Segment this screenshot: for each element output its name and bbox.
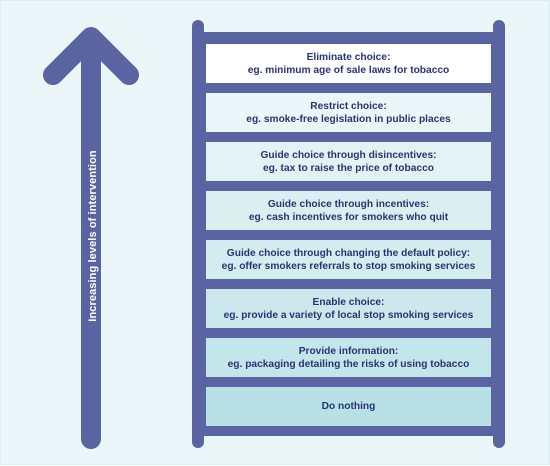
rung-example: eg. offer smokers referrals to stop smok…	[221, 260, 476, 272]
rung-enable-choice: Enable choice: eg. provide a variety of …	[206, 289, 491, 328]
rung-example: eg. provide a variety of local stop smok…	[223, 309, 474, 321]
rung-title: Eliminate choice:	[306, 51, 391, 63]
rung-do-nothing: Do nothing	[206, 387, 491, 426]
rung-guide-incentives: Guide choice through incentives: eg. cas…	[206, 191, 491, 230]
ladder-rungs: Eliminate choice: eg. minimum age of sal…	[204, 32, 493, 436]
rung-example: eg. smoke-free legislation in public pla…	[246, 113, 451, 125]
ladder-left-rail	[192, 20, 204, 448]
rung-eliminate-choice: Eliminate choice: eg. minimum age of sal…	[206, 44, 491, 83]
rung-provide-information: Provide information: eg. packaging detai…	[206, 338, 491, 377]
rung-title: Guide choice through disincentives:	[260, 149, 437, 161]
ladder-right-rail	[493, 20, 505, 448]
rung-example: eg. tax to raise the price of tobacco	[263, 162, 434, 174]
arrow-head	[43, 27, 139, 85]
rung-example: eg. minimum age of sale laws for tobacco	[247, 64, 450, 76]
rung-title: Guide choice through changing the defaul…	[226, 247, 471, 259]
rung-example: eg. packaging detailing the risks of usi…	[227, 358, 470, 370]
rung-example: eg. cash incentives for smokers who quit	[248, 211, 449, 223]
ladder: Eliminate choice: eg. minimum age of sal…	[192, 20, 505, 448]
rung-title: Do nothing	[321, 401, 376, 412]
rung-guide-disincentives: Guide choice through disincentives: eg. …	[206, 142, 491, 181]
rung-title: Restrict choice:	[310, 100, 387, 112]
rung-title: Guide choice through incentives:	[267, 198, 430, 210]
rung-title: Provide information:	[298, 345, 399, 357]
rung-title: Enable choice:	[312, 296, 385, 308]
axis-label: Increasing levels of intervention	[87, 150, 99, 322]
rung-restrict-choice: Restrict choice: eg. smoke-free legislat…	[206, 93, 491, 132]
rung-guide-default-policy: Guide choice through changing the defaul…	[206, 240, 491, 279]
